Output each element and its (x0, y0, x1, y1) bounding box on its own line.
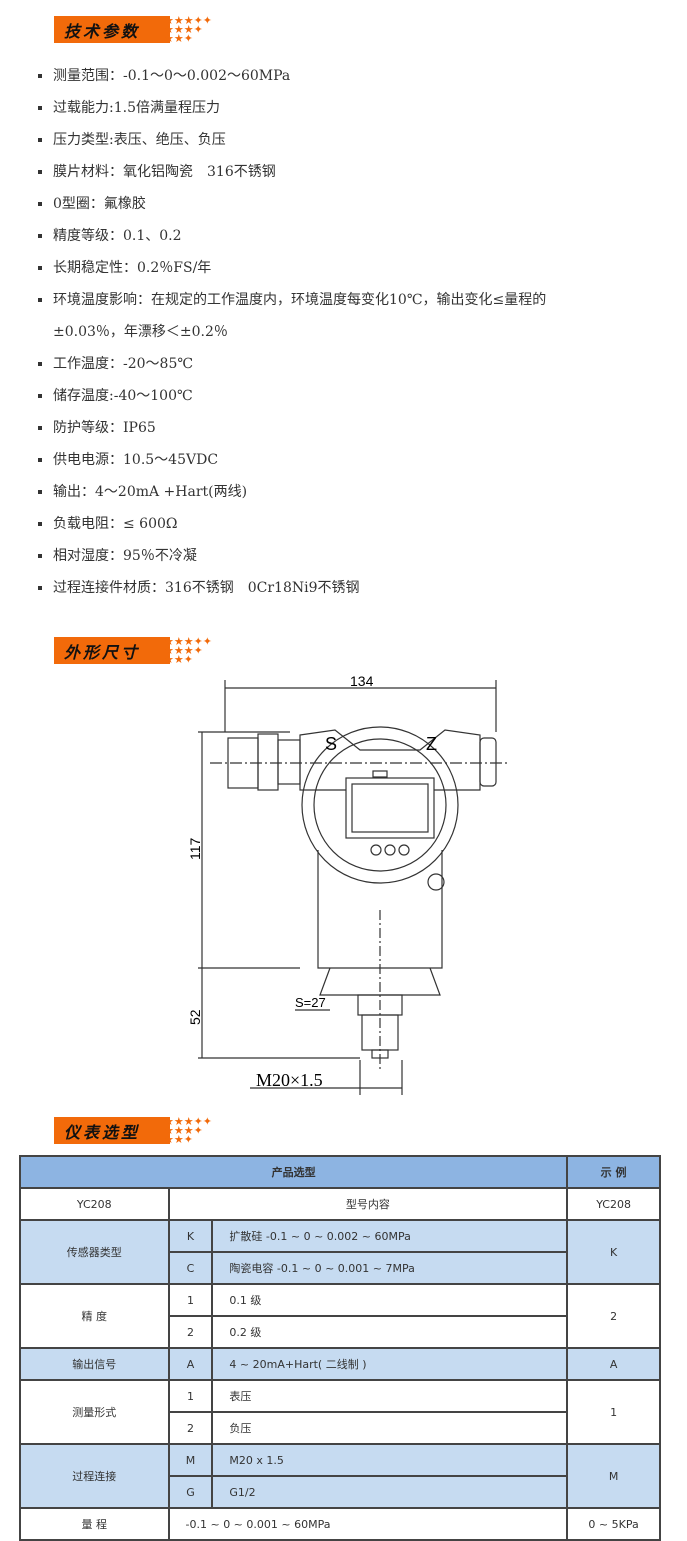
spec-item: 相对湿度：95％不冷凝 (38, 540, 683, 572)
spec-item: 过程连接件材质：316不锈钢 0Cr18Ni9不锈钢 (38, 572, 683, 604)
spec-text: 供电电源：10.5～45VDC (53, 452, 219, 468)
spec-item: 精度等级：0.1、0.2 (38, 220, 683, 252)
spec-item: 输出：4～20mA +Hart(两线) (38, 476, 683, 508)
stars-icon: ★★★✦✦★★★✦★★✦ (164, 635, 213, 666)
option-desc: 表压 (211, 1379, 569, 1413)
spec-item: 储存温度:-40～100℃ (38, 380, 683, 412)
spec-text: 工作温度：-20～85℃ (53, 356, 194, 372)
dim-h1: 117 (190, 837, 203, 860)
spec-item: 环境温度影响：在规定的工作温度内，环境温度每变化10℃，输出变化≤量程的 ±0.0… (38, 284, 683, 348)
spec-item: 过载能力:1.5倍满量程压力 (38, 92, 683, 124)
spec-item: 膜片材料：氧化铝陶瓷 316不锈钢 (38, 156, 683, 188)
group-example: A (566, 1347, 661, 1381)
group-name: 测量形式 (19, 1379, 170, 1445)
spec-text-cont: ±0.03％，年漂移＜±0.2％ (53, 324, 228, 340)
spec-text: 0型圈：氟橡胶 (53, 196, 146, 212)
spec-item: 供电电源：10.5～45VDC (38, 444, 683, 476)
section-header-tech: 技术参数★★★✦✦★★★✦★★✦ (54, 14, 224, 45)
group-name: 精 度 (19, 1283, 170, 1349)
option-code: 1 (167, 1283, 214, 1317)
group-example: M (566, 1443, 661, 1509)
spec-text: 精度等级：0.1、0.2 (53, 228, 182, 244)
spec-text: 输出：4～20mA +Hart(两线) (53, 484, 248, 500)
option-desc: 0.2 级 (211, 1315, 569, 1349)
range-example: 0 ~ 5KPa (566, 1507, 661, 1541)
spec-list: 测量范围：-0.1～0～0.002～60MPa 过载能力:1.5倍满量程压力压力类… (38, 60, 683, 604)
table-header-example: 示 例 (566, 1155, 661, 1189)
spec-text: 储存温度:-40～100℃ (53, 388, 193, 404)
option-code: C (167, 1251, 214, 1285)
spec-text: 环境温度影响：在规定的工作温度内，环境温度每变化10℃，输出变化≤量程的 (53, 292, 547, 308)
model-example-cell: YC208 (566, 1187, 661, 1221)
spec-text: 测量范围：-0.1～0～0.002～60MPa (53, 68, 291, 84)
option-desc: 扩散硅 -0.1 ~ 0 ~ 0.002 ~ 60MPa (211, 1219, 569, 1253)
option-code: 2 (167, 1411, 214, 1445)
option-desc: 4 ~ 20mA+Hart( 二线制 ) (211, 1347, 569, 1381)
option-code: 1 (167, 1379, 214, 1413)
spec-item: 压力类型:表压、绝压、负压 (38, 124, 683, 156)
dim-h2: 52 (190, 1009, 203, 1025)
table-header: 产品选型 (18, 1155, 569, 1189)
spec-text: 压力类型:表压、绝压、负压 (53, 132, 226, 148)
spec-text: 负载电阻：≤ 600Ω (53, 516, 178, 532)
spec-text: 膜片材料：氧化铝陶瓷 316不锈钢 (53, 164, 276, 180)
spec-text: 长期稳定性：0.2％FS/年 (53, 260, 212, 276)
spec-text: 过载能力:1.5倍满量程压力 (53, 100, 220, 116)
section-header-select: 仪表选型★★★✦✦★★★✦★★✦ (54, 1115, 224, 1146)
spec-item: 负载电阻：≤ 600Ω (38, 508, 683, 540)
spec-item: 防护等级：IP65 (38, 412, 683, 444)
spec-item: 测量范围：-0.1～0～0.002～60MPa (38, 60, 683, 92)
group-example: 2 (566, 1283, 661, 1349)
spec-text: 相对湿度：95％不冷凝 (53, 548, 197, 564)
stars-icon: ★★★✦✦★★★✦★★✦ (164, 14, 213, 45)
range-value: -0.1 ~ 0 ~ 0.001 ~ 60MPa (167, 1507, 569, 1541)
option-code: A (167, 1347, 214, 1381)
option-code: G (167, 1475, 214, 1509)
spec-text: 过程连接件材质：316不锈钢 0Cr18Ni9不锈钢 (53, 580, 360, 596)
model-cell: YC208 (19, 1187, 170, 1221)
spec-text: 防护等级：IP65 (53, 420, 156, 436)
dim-hex: S=27 (295, 995, 326, 1010)
label-z: Z (426, 734, 437, 754)
model-content-cell: 型号内容 (167, 1187, 569, 1221)
group-example: K (566, 1219, 661, 1285)
group-name: 输出信号 (19, 1347, 170, 1381)
dim-thread: M20×1.5 (256, 1070, 323, 1090)
section-header-dims: 外形尺寸★★★✦✦★★★✦★★✦ (54, 635, 224, 666)
dimension-drawing: 134 S Z 117 52 S=27 M20×1.5 (190, 673, 510, 1095)
stars-icon: ★★★✦✦★★★✦★★✦ (164, 1115, 213, 1146)
spec-item: 长期稳定性：0.2％FS/年 (38, 252, 683, 284)
label-s: S (325, 734, 337, 754)
group-name: 传感器类型 (19, 1219, 170, 1285)
dim-width: 134 (350, 673, 374, 689)
group-example: 1 (566, 1379, 661, 1445)
spec-item: 0型圈：氟橡胶 (38, 188, 683, 220)
option-code: M (167, 1443, 214, 1477)
option-desc: M20 x 1.5 (211, 1443, 569, 1477)
option-desc: 0.1 级 (211, 1283, 569, 1317)
option-desc: 陶瓷电容 -0.1 ~ 0 ~ 0.001 ~ 7MPa (211, 1251, 569, 1285)
range-label: 量 程 (19, 1507, 170, 1541)
spec-item: 工作温度：-20～85℃ (38, 348, 683, 380)
group-name: 过程连接 (19, 1443, 170, 1509)
option-desc: 负压 (211, 1411, 569, 1445)
option-desc: G1/2 (211, 1475, 569, 1509)
option-code: K (167, 1219, 214, 1253)
option-code: 2 (167, 1315, 214, 1349)
